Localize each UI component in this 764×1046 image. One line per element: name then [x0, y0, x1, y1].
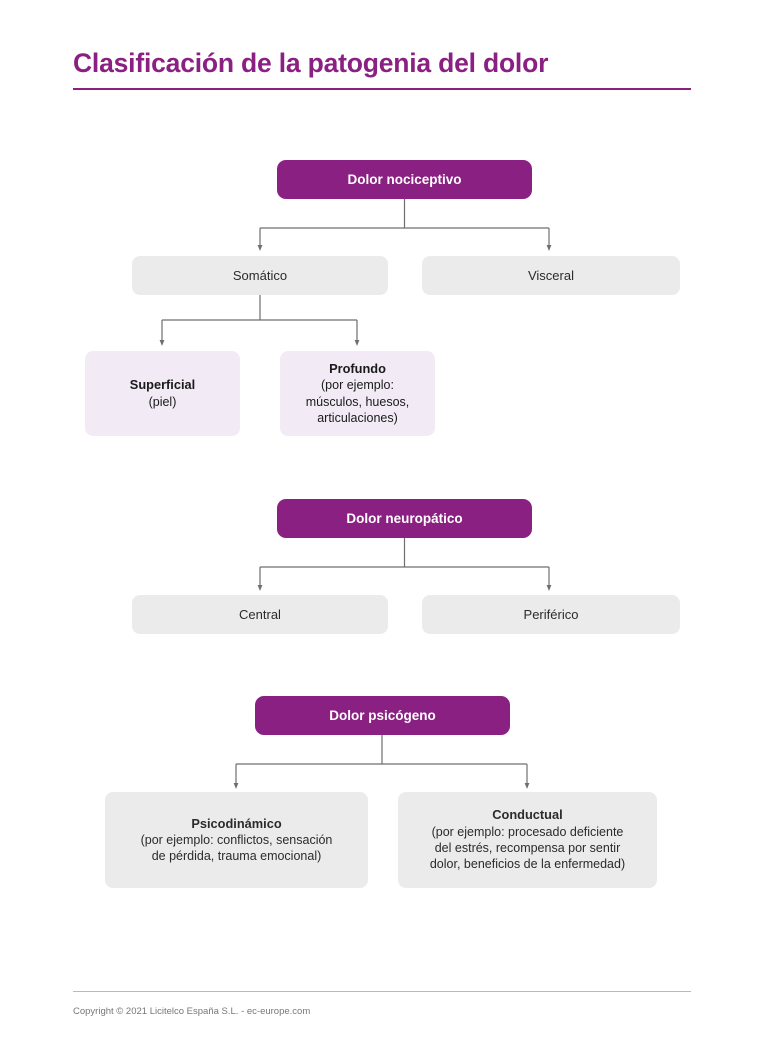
node-periferico[interactable]: Periférico — [422, 595, 680, 634]
node-dolor-nociceptivo[interactable]: Dolor nociceptivo — [277, 160, 532, 199]
node-psicodinamico[interactable]: Psicodinámico (por ejemplo: conflictos, … — [105, 792, 368, 888]
node-label: Somático — [232, 268, 288, 283]
node-title: Conductual — [492, 807, 563, 823]
footer-copyright: Copyright © 2021 Licitelco España S.L. -… — [73, 1006, 311, 1017]
node-title: Superficial — [129, 377, 196, 393]
node-detail-line: de pérdida, trauma emocional) — [151, 849, 322, 864]
node-detail-line: (por ejemplo: procesado deficiente — [431, 824, 624, 839]
title-underline-rule — [73, 88, 691, 90]
node-superficial[interactable]: Superficial (piel) — [85, 351, 240, 436]
node-dolor-psicogeno[interactable]: Dolor psicógeno — [255, 696, 510, 735]
node-detail-line: articulaciones) — [317, 410, 398, 425]
footer-divider — [73, 991, 691, 992]
node-conductual[interactable]: Conductual (por ejemplo: procesado defic… — [398, 792, 657, 888]
node-label: Visceral — [527, 268, 574, 283]
node-label: Dolor nociceptivo — [347, 172, 462, 187]
node-label: Dolor psicógeno — [329, 708, 436, 723]
node-detail-line: (por ejemplo: conflictos, sensación — [140, 832, 333, 847]
node-detail-line: del estrés, recompensa por sentir — [434, 841, 621, 856]
node-dolor-neuropatico[interactable]: Dolor neuropático — [277, 499, 532, 538]
node-central[interactable]: Central — [132, 595, 388, 634]
node-label: Central — [239, 607, 281, 622]
node-detail-line: (por ejemplo: — [321, 378, 394, 393]
node-detail-line: (piel) — [148, 394, 177, 409]
node-detail-line: dolor, beneficios de la enfermedad) — [429, 857, 626, 872]
node-label: Periférico — [523, 607, 579, 622]
node-profundo[interactable]: Profundo (por ejemplo: músculos, huesos,… — [280, 351, 435, 436]
page-title: Clasificación de la patogenia del dolor — [73, 48, 549, 78]
node-label: Dolor neuropático — [346, 511, 463, 526]
node-title: Psicodinámico — [191, 815, 282, 831]
node-title: Profundo — [329, 360, 386, 376]
node-visceral[interactable]: Visceral — [422, 256, 680, 295]
node-detail-line: músculos, huesos, — [305, 394, 410, 409]
node-somatico[interactable]: Somático — [132, 256, 388, 295]
